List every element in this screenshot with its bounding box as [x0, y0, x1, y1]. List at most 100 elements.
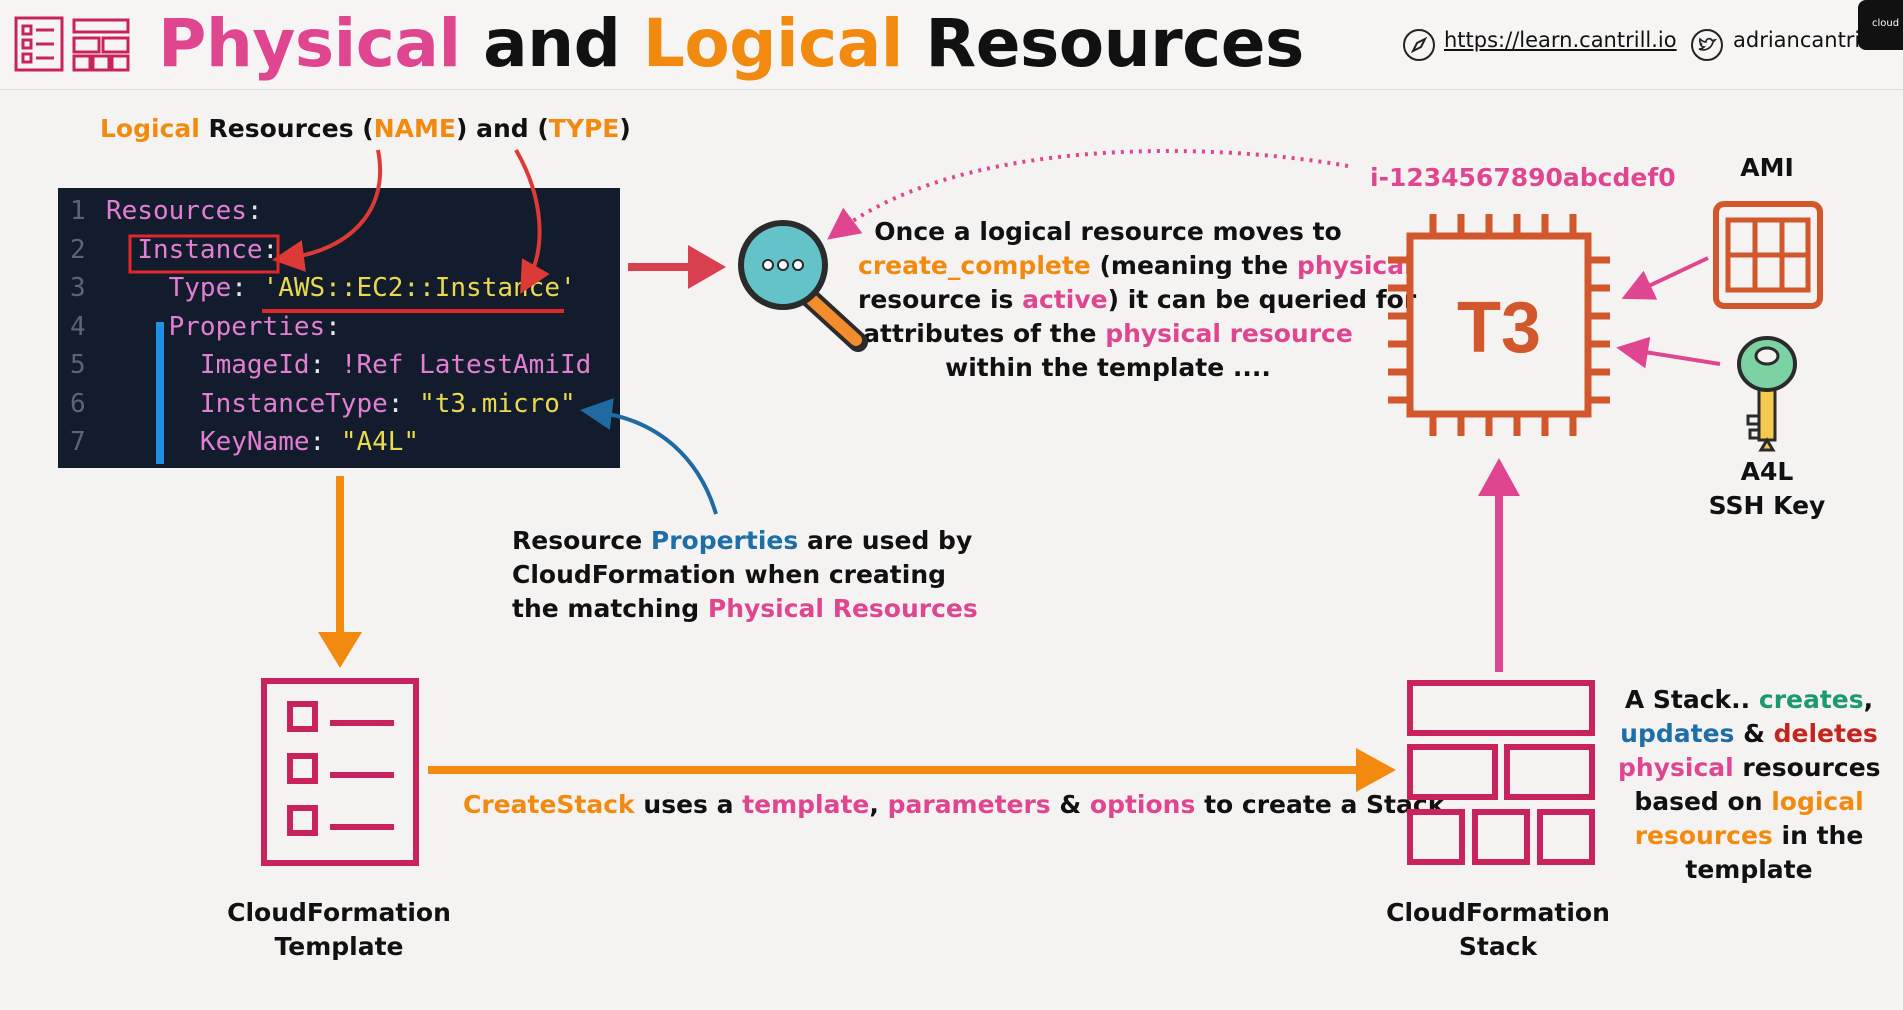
line-number: 3	[70, 273, 86, 303]
options-word: options	[1089, 790, 1196, 819]
stack-desc-line-6: template	[1685, 855, 1813, 884]
logical-word-2: logical	[1771, 787, 1864, 816]
instance-id: i-1234567890abcdef0	[1370, 163, 1676, 192]
header-bar: Physical and Logical Resources https://l…	[0, 0, 1903, 90]
compass-icon	[1403, 29, 1435, 61]
template-word: template	[742, 790, 870, 819]
props-line-1: Resource Properties are used by	[512, 524, 972, 558]
query-line-4: attributes of the physical resource	[858, 317, 1358, 351]
resource-word: Resource	[512, 526, 651, 555]
line-number: 6	[70, 388, 86, 419]
create-stack-word: to create a Stack	[1195, 790, 1445, 819]
stack-label-line-2: Stack	[1458, 932, 1538, 961]
query-line-1: Once a logical resource moves to	[874, 217, 1342, 246]
a-stack-word: A Stack..	[1624, 685, 1759, 714]
props-line-2: CloudFormation when creating	[512, 560, 947, 589]
creates-word: creates	[1758, 685, 1864, 714]
title-logical: Logical	[642, 5, 904, 82]
ssh-key-icon	[1737, 336, 1797, 452]
code-to-template-arrow-head	[318, 632, 362, 668]
queried-word: ) it can be queried for	[1107, 285, 1417, 314]
query-line-3: resource is active) it can be queried fo…	[858, 283, 1416, 317]
amp-2: &	[1734, 719, 1774, 748]
code-block: 1 Resources:2 Instance:3 Type: 'AWS::EC2:…	[58, 188, 620, 468]
ami-label: AMI	[1740, 153, 1794, 182]
stack-icon	[1407, 680, 1595, 865]
create-complete-word: create_complete	[858, 251, 1091, 280]
properties-indent-bar	[156, 322, 164, 464]
code-text: Instance:	[137, 234, 279, 265]
stack-desc-line-1: A Stack.. creates,	[1618, 683, 1880, 717]
and-paren: ) and (	[455, 114, 549, 143]
query-line-2: create_complete (meaning the physical	[858, 249, 1413, 283]
comma-2: ,	[1863, 685, 1874, 714]
title-physical: Physical	[158, 5, 461, 82]
physical-word-2: physical	[1618, 753, 1734, 782]
stack-grid-icon	[72, 18, 130, 72]
code-to-query-arrow-head	[688, 245, 726, 289]
template-label-line-2: Template	[274, 932, 404, 961]
template-list-icon	[14, 16, 64, 72]
stack-desc-line-5: resources in the	[1618, 819, 1880, 853]
in-the-word: in the	[1772, 821, 1864, 850]
resources-word-2: resources	[1733, 753, 1881, 782]
line-number: 5	[70, 350, 86, 380]
resource-is-word: resource is	[858, 285, 1023, 314]
t3-chip-icon	[1388, 214, 1610, 436]
logical-resources-label: Logical Resources (NAME) and (TYPE)	[100, 114, 631, 143]
deletes-word: deletes	[1773, 719, 1878, 748]
template-label: CloudFormation Template	[224, 896, 454, 964]
t3-chip-label: T3	[1457, 288, 1541, 368]
updates-word: updates	[1620, 719, 1735, 748]
line-number: 1	[70, 196, 86, 226]
resources-word-3: resources	[1634, 821, 1773, 850]
properties-word: Properties	[650, 526, 799, 555]
matching-word: the matching	[512, 594, 708, 623]
based-on-word: based on	[1634, 787, 1772, 816]
ssh-key-label-1: A4L	[1740, 457, 1794, 486]
attributes-word: attributes of the	[863, 319, 1106, 348]
query-description: Once a logical resource moves to create_…	[858, 215, 1416, 385]
title-resources: Resources	[925, 5, 1304, 82]
key-to-chip-arrow	[1616, 336, 1721, 369]
title-and: and	[483, 5, 621, 82]
used-by-word: are used by	[798, 526, 973, 555]
code-text: Properties:	[168, 311, 341, 342]
twitter-handle[interactable]: adriancantrill	[1733, 28, 1872, 52]
physical-resource-word: physical resource	[1105, 319, 1353, 348]
code-text: ImageId: !Ref LatestAmiId	[199, 350, 592, 380]
ssh-key-label-2: SSH Key	[1708, 491, 1826, 520]
stack-description: A Stack.. creates, updates & deletes phy…	[1618, 683, 1881, 887]
active-word: active	[1022, 285, 1108, 314]
ami-to-chip-arrow	[1621, 256, 1709, 300]
physical-word: physical	[1296, 251, 1413, 280]
stack-label: CloudFormation Stack	[1383, 896, 1613, 964]
code-text: Resources:	[106, 196, 263, 226]
type-word: TYPE	[548, 114, 620, 143]
template-to-stack-arrow-head	[1356, 748, 1396, 792]
template-label-line-1: CloudFormation	[227, 898, 451, 927]
parameters-word: parameters	[887, 790, 1051, 819]
query-line-5: within the template ....	[945, 353, 1271, 382]
stack-desc-line-4: based on logical	[1618, 785, 1880, 819]
magnifier-icon	[738, 220, 868, 352]
name-word: NAME	[373, 114, 456, 143]
page-title: Physical and Logical Resources	[158, 5, 1304, 82]
website-link[interactable]: https://learn.cantrill.io	[1444, 28, 1677, 52]
uses-a-word: uses a	[634, 790, 743, 819]
properties-description: Resource Properties are used by CloudFor…	[512, 524, 978, 626]
code-text: Type: 'AWS::EC2::Instance'	[168, 273, 576, 303]
meaning-word: (meaning the	[1090, 251, 1297, 280]
twitter-icon	[1691, 29, 1723, 61]
createstack-word: CreateStack	[463, 790, 635, 819]
comma-word: ,	[869, 790, 888, 819]
code-text: InstanceType: "t3.micro"	[199, 388, 576, 419]
corner-badge: cloud	[1858, 0, 1903, 50]
line-number: 2	[70, 234, 86, 265]
template-icon	[261, 678, 419, 866]
code-text: KeyName: "A4L"	[199, 427, 420, 457]
stack-label-line-1: CloudFormation	[1386, 898, 1610, 927]
amp-word: &	[1050, 790, 1090, 819]
line-number: 7	[70, 427, 86, 457]
stack-to-chip-arrow-head	[1478, 458, 1520, 496]
